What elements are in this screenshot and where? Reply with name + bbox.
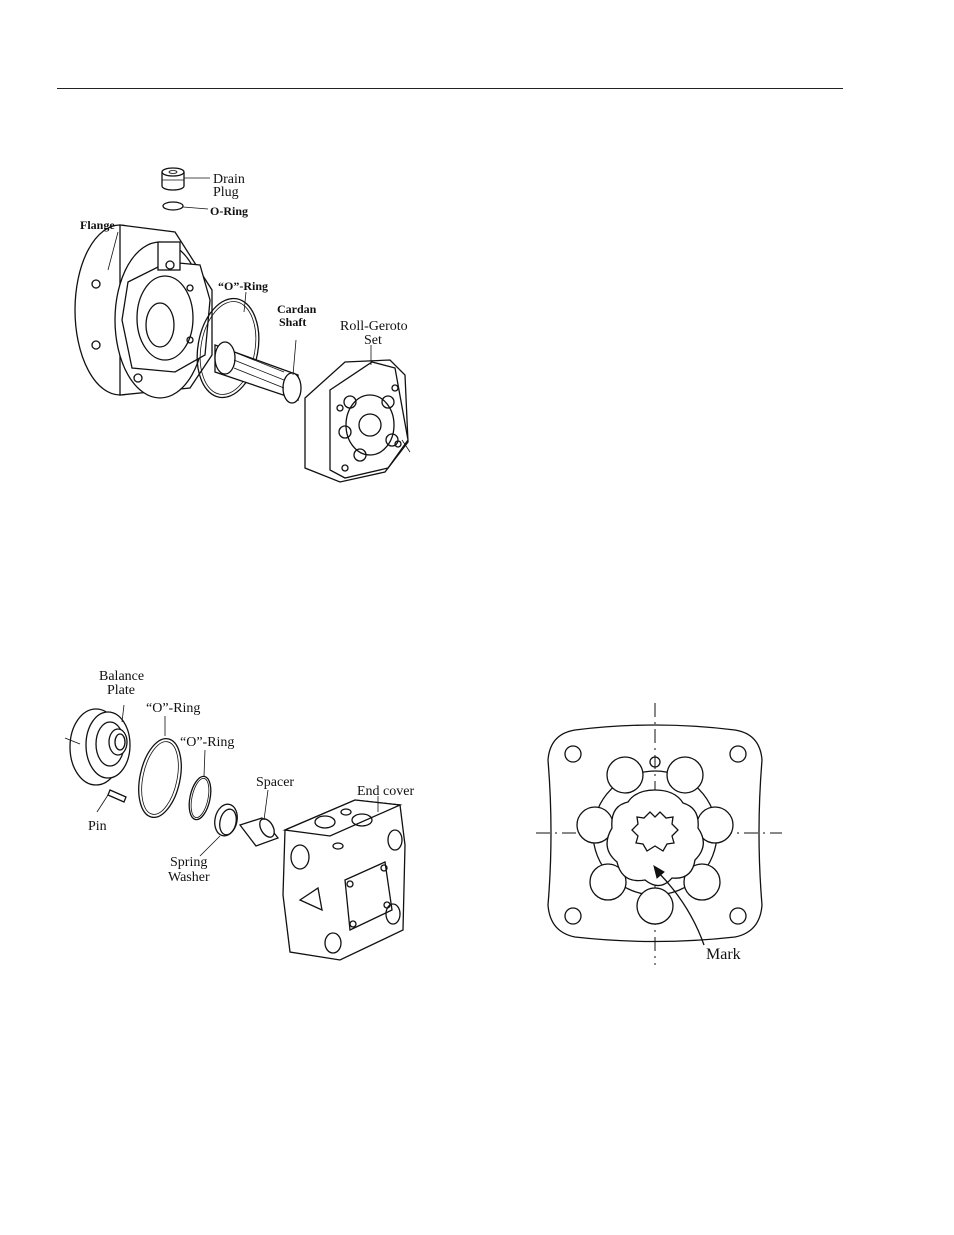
bolt-hole-top-right — [730, 746, 746, 762]
label-o-ring: O-Ring — [210, 204, 248, 218]
o-ring-a-part — [132, 716, 188, 821]
flange-part — [75, 225, 212, 398]
label-spring-2: Washer — [168, 870, 210, 885]
end-cover-part — [283, 796, 405, 960]
figure-3-gerotor-alignment-view: Mark — [536, 703, 782, 965]
label-o-ring-b: “O”-Ring — [180, 735, 234, 750]
drain-o-ring-part — [163, 202, 208, 210]
drain-plug-part — [162, 168, 210, 190]
figure-2-motor-rear-exploded: Balance Plate “O”-Ring “O”-Ring Spacer E… — [65, 669, 414, 960]
spacer-part — [240, 790, 278, 846]
label-gerotor-1: Roll-Geroto — [340, 319, 408, 334]
label-drain-plug-2: Plug — [213, 185, 239, 200]
bolt-hole-bottom-left — [565, 908, 581, 924]
label-o-ring-large: “O”-Ring — [218, 279, 268, 293]
label-gerotor-2: Set — [364, 333, 382, 348]
bolt-hole-top-left — [565, 746, 581, 762]
label-o-ring-a: “O”-Ring — [146, 701, 200, 716]
bolt-hole-bottom-right — [730, 908, 746, 924]
label-flange: Flange — [80, 218, 115, 232]
figure-1-motor-front-exploded: Drain Plug O-Ring Flange “O”-Ring Cardan… — [75, 168, 410, 482]
label-cardan-1: Cardan — [277, 302, 317, 316]
label-balance-1: Balance — [99, 669, 144, 684]
label-pin: Pin — [88, 819, 107, 834]
label-spring-1: Spring — [170, 855, 207, 870]
roll-gerotor-set-part — [305, 345, 410, 482]
label-balance-2: Plate — [107, 683, 135, 698]
balance-plate-part — [65, 705, 130, 785]
label-mark: Mark — [706, 946, 741, 963]
label-cardan-2: Shaft — [279, 315, 306, 329]
pin-part — [97, 790, 126, 812]
label-end-cover: End cover — [357, 784, 414, 799]
o-ring-b-part — [186, 750, 215, 822]
label-spacer: Spacer — [256, 775, 294, 790]
